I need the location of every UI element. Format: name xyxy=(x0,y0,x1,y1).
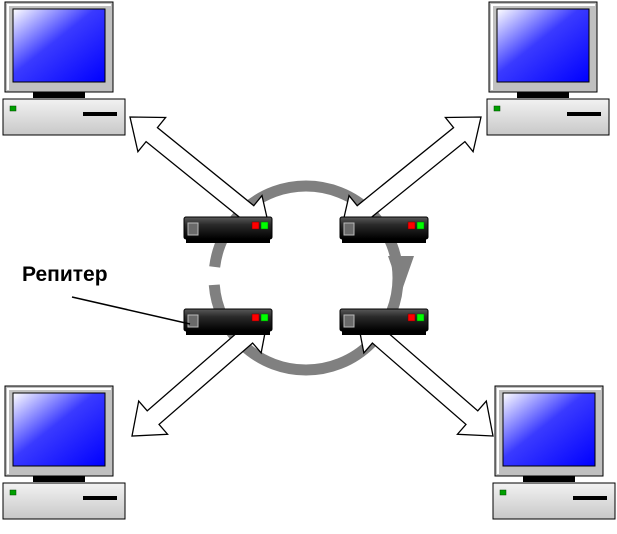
repeater-icon xyxy=(339,308,429,336)
repeater-bottom-right xyxy=(339,308,429,336)
repeater-label: Репитер xyxy=(22,263,108,286)
computer-top-right xyxy=(486,1,610,136)
repeater-bottom-left xyxy=(183,308,273,336)
monitor-icon xyxy=(492,385,616,520)
label-leader-line xyxy=(71,296,191,325)
repeater-icon xyxy=(183,216,273,244)
repeater-top-right xyxy=(339,216,429,244)
monitor-icon xyxy=(2,1,126,136)
monitor-icon xyxy=(486,1,610,136)
computer-bottom-right xyxy=(492,385,616,520)
monitor-icon xyxy=(2,385,126,520)
repeater-icon xyxy=(183,308,273,336)
ring-direction-arrow-icon xyxy=(388,256,414,293)
repeater-icon xyxy=(339,216,429,244)
repeater-top-left xyxy=(183,216,273,244)
computer-top-left xyxy=(2,1,126,136)
computer-bottom-left xyxy=(2,385,126,520)
